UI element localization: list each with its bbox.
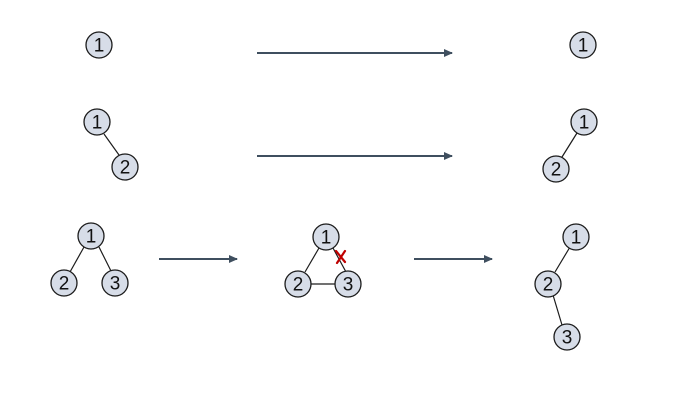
tree-edge — [98, 246, 112, 272]
node-label: 1 — [578, 36, 589, 57]
node: 1 — [569, 31, 597, 59]
node-label: 3 — [343, 275, 354, 296]
row-2-after-tree: 1 2 — [542, 108, 598, 183]
node-circle — [562, 223, 590, 251]
tree-edge — [69, 246, 85, 273]
node-label: 1 — [321, 228, 332, 249]
node-label: 3 — [110, 274, 121, 295]
node-label: 1 — [579, 113, 590, 134]
node-circle — [334, 270, 362, 298]
node-circle — [111, 153, 139, 181]
node: 1 — [312, 223, 340, 251]
node-label: 2 — [543, 275, 554, 296]
node-label: 2 — [120, 158, 131, 179]
tree-edge — [552, 294, 563, 326]
row-2-before-tree: 1 2 — [83, 108, 139, 181]
node: 1 — [562, 223, 590, 251]
node-label: 2 — [293, 275, 304, 296]
node-circle — [569, 31, 597, 59]
node-circle — [284, 270, 312, 298]
node: 2 — [50, 269, 78, 297]
tree-edge — [554, 246, 571, 273]
cross-stroke — [335, 249, 347, 265]
node-circle — [50, 269, 78, 297]
tree-edge — [561, 132, 578, 158]
node-label: 1 — [571, 228, 582, 249]
row-3-middle-tree: 1 2 3 — [284, 223, 362, 298]
node-label: 1 — [86, 227, 97, 248]
node: 3 — [553, 323, 581, 351]
node: 2 — [111, 153, 139, 181]
node-label: 2 — [59, 274, 70, 295]
node-label: 3 — [562, 328, 573, 349]
node-circle — [101, 269, 129, 297]
node-circle — [312, 223, 340, 251]
row-3-before-tree: 1 2 3 — [50, 222, 129, 297]
node-label: 1 — [92, 113, 103, 134]
node: 2 — [534, 270, 562, 298]
node: 2 — [284, 270, 312, 298]
row-2: 1 2 1 2 — [83, 108, 598, 183]
node-circle — [85, 31, 113, 59]
row-3: 1 2 3 1 2 — [50, 222, 590, 351]
node: 1 — [85, 31, 113, 59]
tree-edge — [304, 247, 320, 273]
row-1: 1 1 — [85, 31, 597, 59]
node: 1 — [77, 222, 105, 250]
node-circle — [570, 108, 598, 136]
removed-edge-cross-icon — [334, 249, 347, 265]
node-circle — [534, 270, 562, 298]
row-1-before-tree: 1 — [85, 31, 113, 59]
node-circle — [542, 155, 570, 183]
node-label: 1 — [94, 36, 105, 57]
tree-edge — [103, 133, 120, 156]
node-circle — [77, 222, 105, 250]
node-circle — [83, 108, 111, 136]
node: 3 — [101, 269, 129, 297]
node-circle — [553, 323, 581, 351]
node: 1 — [83, 108, 111, 136]
row-1-after-tree: 1 — [569, 31, 597, 59]
node: 3 — [334, 270, 362, 298]
node: 1 — [570, 108, 598, 136]
node: 2 — [542, 155, 570, 183]
node-label: 2 — [551, 160, 562, 181]
row-3-after-tree: 1 2 3 — [534, 223, 590, 351]
